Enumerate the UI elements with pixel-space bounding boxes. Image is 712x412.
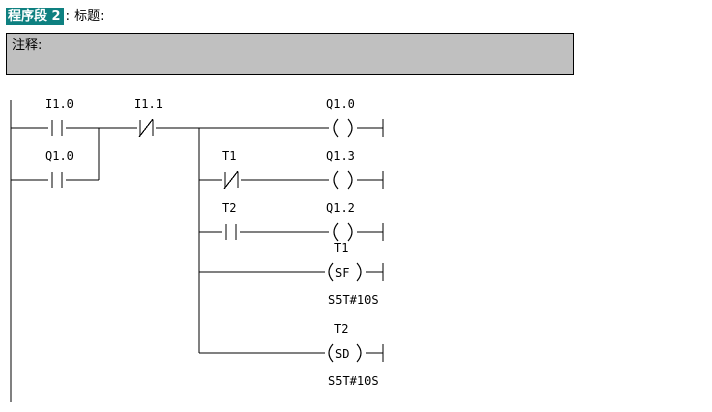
coil-t2-label: T2 bbox=[334, 322, 348, 336]
contact-t1-slash[interactable] bbox=[223, 170, 239, 190]
contact-i11-label: I1.1 bbox=[134, 97, 163, 111]
coil-q12-arc-right[interactable] bbox=[347, 222, 353, 242]
coil-q10-arc-right[interactable] bbox=[347, 118, 353, 138]
coil-q10-label: Q1.0 bbox=[326, 97, 355, 111]
network-number-label[interactable]: 程序段 2 bbox=[6, 8, 64, 25]
contact-i11-slash[interactable] bbox=[138, 118, 154, 138]
network-separator: : bbox=[65, 9, 75, 24]
contact-t2-label: T2 bbox=[222, 201, 236, 215]
contact-i10-label: I1.0 bbox=[45, 97, 74, 111]
coil-q13-arc-right[interactable] bbox=[347, 170, 353, 190]
coil-t2-sd-arc-left[interactable] bbox=[328, 343, 334, 363]
network-comment-text: 注释: bbox=[12, 38, 43, 53]
contact-q10-branch-label: Q1.0 bbox=[45, 149, 74, 163]
coil-t1-sf-arc-right[interactable] bbox=[356, 262, 362, 282]
coil-t1-sf-arc-left[interactable] bbox=[328, 262, 334, 282]
coil-q12-label: Q1.2 bbox=[326, 201, 355, 215]
coil-q12-arc-left[interactable] bbox=[333, 222, 339, 242]
coil-t2-sd-arc-right[interactable] bbox=[356, 343, 362, 363]
network-header: 程序段 2: 标题: bbox=[6, 8, 104, 25]
coil-t2-sd-symbol: SD bbox=[335, 347, 349, 361]
coil-q10-arc-left[interactable] bbox=[333, 118, 339, 138]
contact-t1-label: T1 bbox=[222, 149, 236, 163]
timer-t2-parameter[interactable]: S5T#10S bbox=[328, 374, 379, 388]
network-comment-box[interactable]: 注释: bbox=[6, 33, 574, 75]
network-title-label[interactable]: 标题: bbox=[74, 9, 105, 24]
coil-q13-label: Q1.3 bbox=[326, 149, 355, 163]
coil-t1-label: T1 bbox=[334, 241, 348, 255]
timer-t1-parameter[interactable]: S5T#10S bbox=[328, 293, 379, 307]
coil-t1-sf-symbol: SF bbox=[335, 266, 349, 280]
coil-q13-arc-left[interactable] bbox=[333, 170, 339, 190]
